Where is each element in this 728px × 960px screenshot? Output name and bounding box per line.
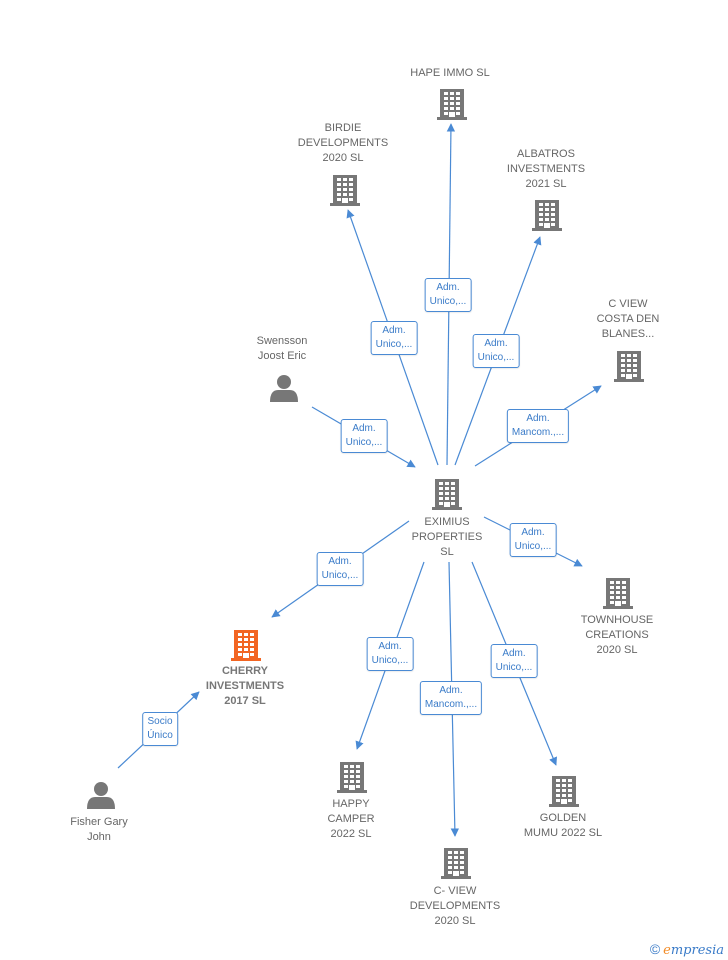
building-icon[interactable] [603,578,633,609]
edge-label-eximius-townhouse[interactable]: Adm.Unico,... [509,523,557,557]
building-icon[interactable] [330,175,360,206]
empresia-logo[interactable]: ©empresia [649,941,724,958]
copyright-icon: © [649,941,661,957]
building-icon[interactable] [549,776,579,807]
edge-label-eximius-cview_costa[interactable]: Adm.Mancom.,... [506,409,570,443]
building-icon[interactable] [532,200,562,231]
person-icon[interactable] [87,782,115,809]
node-label-hape[interactable]: HAPE IMMO SL [410,67,490,79]
building-icon[interactable] [614,351,644,382]
building-icon[interactable] [337,762,367,793]
edge-label-eximius-golden[interactable]: Adm.Unico,... [490,644,538,678]
building-icon-highlight[interactable] [231,630,261,661]
edge-label-eximius-cherry[interactable]: Adm.Unico,... [316,552,364,586]
person-icon[interactable] [270,375,298,402]
edge-label-eximius-birdie[interactable]: Adm.Unico,... [370,321,418,355]
edge-label-eximius-cview_dev[interactable]: Adm.Mancom.,... [419,681,483,715]
building-icon[interactable] [437,89,467,120]
edge-label-eximius-albatros[interactable]: Adm.Unico,... [472,334,520,368]
edge-label-eximius-hape[interactable]: Adm.Unico,... [424,278,472,312]
edge-label-eximius-happy[interactable]: Adm.Unico,... [366,637,414,671]
edge-label-swensson-eximius[interactable]: Adm.Unico,... [340,419,388,453]
building-icon[interactable] [432,479,462,510]
building-icon[interactable] [441,848,471,879]
